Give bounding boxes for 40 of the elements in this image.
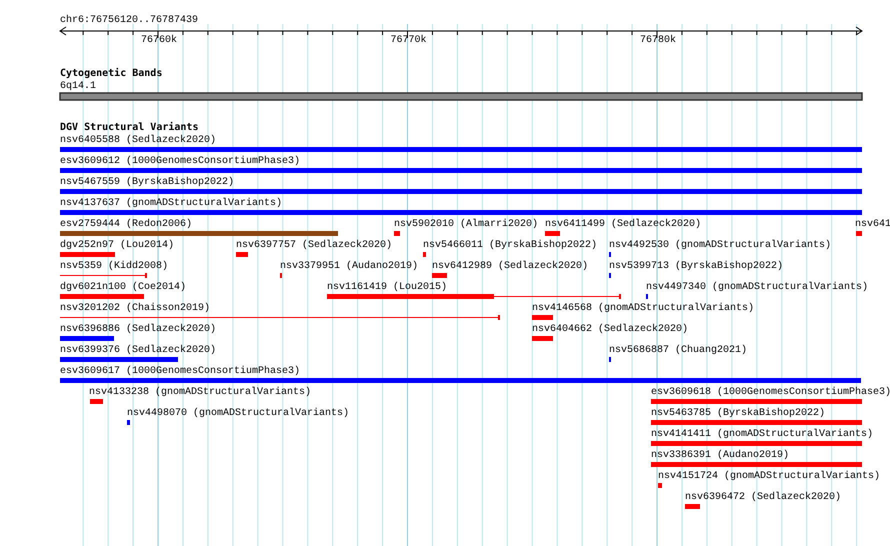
variant-label: nsv3379951 (Audano2019) xyxy=(280,261,418,273)
variant-label: nsv3386391 (Audano2019) xyxy=(651,450,790,462)
variant-label: nsv6397757 (Sedlazeck2020) xyxy=(236,240,392,252)
variant-label: nsv5467559 (ByrskaBishop2022) xyxy=(60,177,234,189)
position-label: chr6:76756120..76787439 xyxy=(60,15,198,27)
variant-label: nsv5902010 (Almarri2020) xyxy=(394,219,538,231)
variant-label: dgv252n97 (Lou2014) xyxy=(60,240,174,252)
variant-label: dgv6021n100 (Coe2014) xyxy=(60,282,186,294)
variant-label: nsv6411499 (Sedlazeck2020) xyxy=(545,219,702,231)
variant-label: esv3609612 (1000GenomesConsortiumPhase3) xyxy=(60,156,300,168)
variant-label: nsv3201202 (Chaisson2019) xyxy=(60,303,210,315)
variant-label: nsv5463785 (ByrskaBishop2022) xyxy=(651,408,826,420)
track-title: DGV Structural Variants xyxy=(60,122,198,134)
variant-label: nsv4492530 (gnomADStructuralVariants) xyxy=(609,240,832,252)
variant-label: nsv4497340 (gnomADStructuralVariants) xyxy=(646,282,868,294)
band-label: 6q14.1 xyxy=(60,81,96,93)
variant-label: esv3609617 (1000GenomesConsortiumPhase3) xyxy=(60,366,300,378)
variant-label: esv3609618 (1000GenomesConsortiumPhase3) xyxy=(651,387,890,399)
variant-label: nsv4137637 (gnomADStructuralVariants) xyxy=(60,198,282,210)
variant-label: nsv5686887 (Chuang2021) xyxy=(609,345,748,357)
variant-label: nsv4151724 (gnomADStructuralVariants) xyxy=(658,471,880,483)
variant-label: nsv6399376 (Sedlazeck2020) xyxy=(60,345,216,357)
variant-label: nsv4141411 (gnomADStructuralVariants) xyxy=(651,429,874,441)
variant-label: nsv6405588 (Sedlazeck2020) xyxy=(60,135,216,147)
variant-label: nsv5399713 (ByrskaBishop2022) xyxy=(609,261,784,273)
tick-label: 76760k xyxy=(141,35,178,47)
variant-label: nsv6396886 (Sedlazeck2020) xyxy=(60,324,216,336)
variant-label: nsv4133238 (gnomADStructuralVariants) xyxy=(89,387,312,399)
variant-label: nsv4146568 (gnomADStructuralVariants) xyxy=(532,303,754,315)
tick-label: 76770k xyxy=(390,35,427,47)
track-title: Cytogenetic Bands xyxy=(60,68,162,80)
tick-label: 76780k xyxy=(640,35,676,47)
variant-label: nsv6412989 (Sedlazeck2020) xyxy=(432,261,588,273)
variant-label: nsv4498070 (gnomADStructuralVariants) xyxy=(127,408,350,420)
variant-label: esv2759444 (Redon2006) xyxy=(60,219,192,231)
variant-label: nsv1161419 (Lou2015) xyxy=(327,282,448,294)
variant-label: nsv6396472 (Sedlazeck2020) xyxy=(685,492,842,504)
variant-label: nsv5466011 (ByrskaBishop2022) xyxy=(423,240,598,252)
variant-label: nsv6404662 (Sedlazeck2020) xyxy=(532,324,688,336)
variant-label: nsv5359 (Kidd2008) xyxy=(60,261,168,273)
